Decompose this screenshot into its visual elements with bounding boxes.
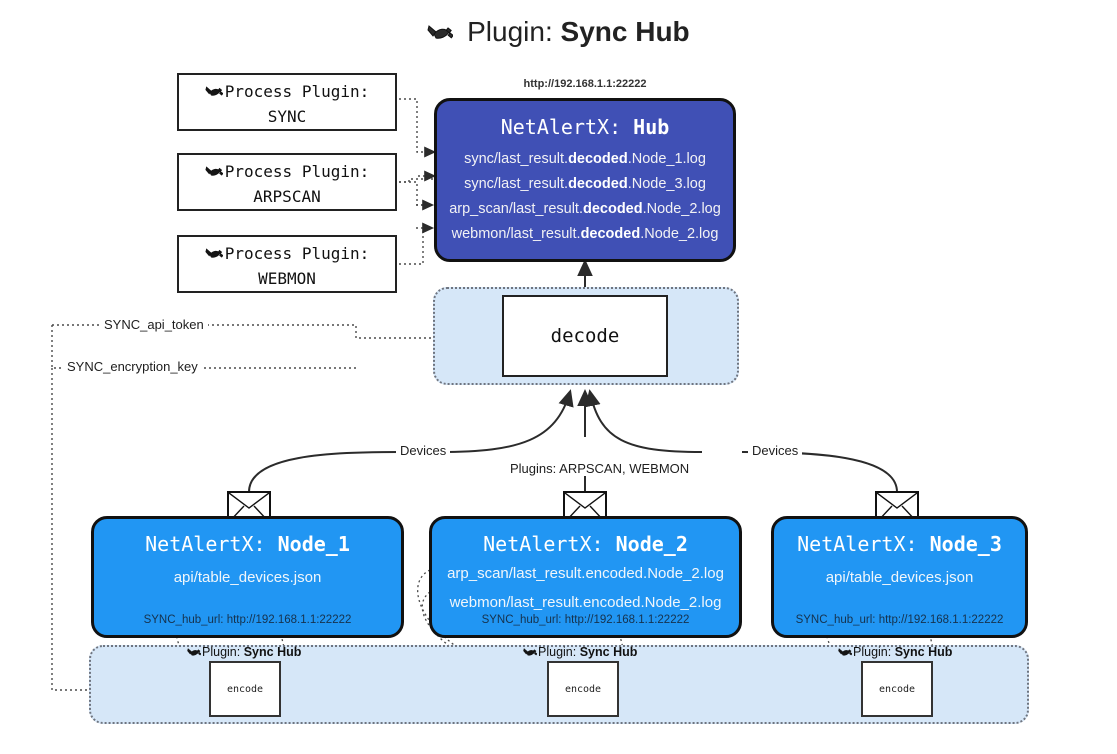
node-hub-url: SYNC_hub_url: http://192.168.1.1:22222 bbox=[143, 614, 352, 626]
node-box-node-1[interactable]: NetAlertX: Node_1 api/table_devices.json… bbox=[91, 516, 404, 638]
decode-label: decode bbox=[550, 325, 620, 347]
plug-icon bbox=[838, 647, 853, 662]
process-plugin-label: Process Plugin: bbox=[224, 244, 370, 263]
edge-label-devices-right: Devices bbox=[748, 443, 803, 458]
plug-icon bbox=[523, 647, 538, 662]
node-box-node-3[interactable]: NetAlertX: Node_3 api/table_devices.json… bbox=[771, 516, 1028, 638]
process-plugin-name: ARPSCAN bbox=[253, 186, 321, 206]
process-plugin-name: SYNC bbox=[267, 106, 307, 126]
node-log-line: api/table_devices.json bbox=[825, 569, 974, 586]
hub-title-name: Hub bbox=[633, 115, 670, 139]
encode-box-node-2[interactable]: encode bbox=[547, 661, 619, 717]
node-box-node-2[interactable]: NetAlertX: Node_2 arp_scan/last_result.e… bbox=[429, 516, 742, 638]
plug-icon bbox=[205, 164, 224, 186]
node-hub-url: SYNC_hub_url: http://192.168.1.1:22222 bbox=[795, 614, 1004, 626]
process-plugin-box-sync[interactable]: Process Plugin: SYNC bbox=[177, 73, 397, 131]
node-log-line: arp_scan/last_result.encoded.Node_2.log bbox=[447, 565, 724, 582]
edge-label-plugins-center: Plugins: ARPSCAN, WEBMON bbox=[506, 461, 694, 476]
decode-box[interactable]: decode bbox=[502, 295, 668, 377]
process-plugin-name: WEBMON bbox=[258, 268, 316, 288]
hub-log-line: webmon/last_result.decoded.Node_2.log bbox=[451, 225, 719, 242]
plug-icon bbox=[205, 246, 224, 268]
node-hub-url: SYNC_hub_url: http://192.168.1.1:22222 bbox=[481, 614, 690, 626]
process-plugin-box-arpscan[interactable]: Process Plugin: ARPSCAN bbox=[177, 153, 397, 211]
page-title: Plugin: Sync Hub bbox=[0, 16, 1117, 52]
hub-url-label: http://192.168.1.1:22222 bbox=[523, 78, 647, 90]
node-title: NetAlertX: Node_1 bbox=[145, 532, 350, 556]
process-plugin-label: Process Plugin: bbox=[224, 82, 370, 101]
secret-label-api-token: SYNC_api_token bbox=[100, 317, 208, 332]
hub-title-prefix: NetAlertX: bbox=[500, 115, 622, 139]
hub-title: NetAlertX: Hub bbox=[437, 101, 733, 139]
node-log-line: webmon/last_result.encoded.Node_2.log bbox=[449, 593, 722, 611]
plug-icon bbox=[205, 84, 224, 106]
hub-box[interactable]: NetAlertX: Hub sync/last_result.decoded.… bbox=[434, 98, 736, 262]
edge-label-devices-left: Devices bbox=[396, 443, 451, 458]
hub-log-line: sync/last_result.decoded.Node_3.log bbox=[464, 175, 706, 192]
page-title-prefix: Plugin: bbox=[467, 16, 553, 47]
process-plugin-label: Process Plugin: bbox=[224, 162, 370, 181]
encode-caption-node-2: Plugin: Sync Hub bbox=[523, 645, 637, 662]
plug-icon bbox=[427, 20, 455, 52]
secret-label-encryption-key: SYNC_encryption_key bbox=[63, 359, 202, 374]
hub-log-line: arp_scan/last_result.decoded.Node_2.log bbox=[449, 200, 721, 217]
encode-box-node-1[interactable]: encode bbox=[209, 661, 281, 717]
plug-icon bbox=[187, 647, 202, 662]
node-title: NetAlertX: Node_2 bbox=[483, 532, 688, 556]
page-title-name: Sync Hub bbox=[560, 16, 690, 47]
encode-caption-node-3: Plugin: Sync Hub bbox=[838, 645, 952, 662]
encode-caption-node-1: Plugin: Sync Hub bbox=[187, 645, 301, 662]
node-log-line: api/table_devices.json bbox=[173, 569, 322, 586]
node-title: NetAlertX: Node_3 bbox=[797, 532, 1002, 556]
encode-box-node-3[interactable]: encode bbox=[861, 661, 933, 717]
hub-log-line: sync/last_result.decoded.Node_1.log bbox=[464, 151, 706, 167]
process-plugin-box-webmon[interactable]: Process Plugin: WEBMON bbox=[177, 235, 397, 293]
hub-log-list: sync/last_result.decoded.Node_1.log sync… bbox=[437, 147, 733, 247]
